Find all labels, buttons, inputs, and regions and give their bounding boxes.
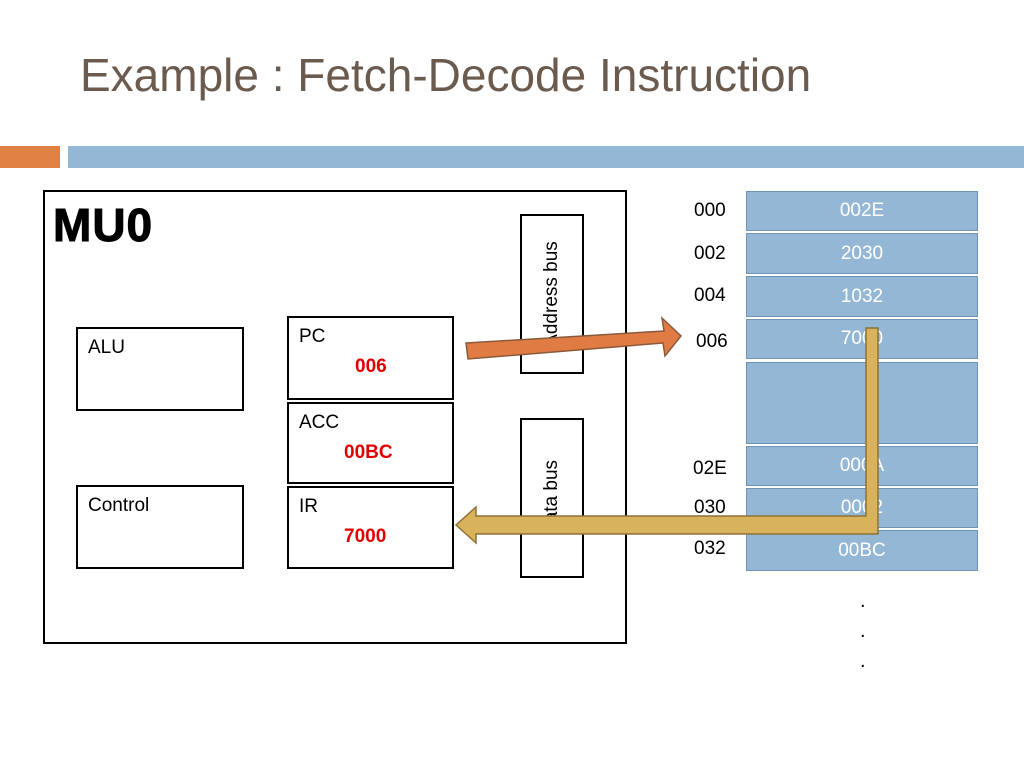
register-pc-label: PC (299, 326, 326, 347)
memory-ellipsis-dot: . (860, 650, 866, 672)
register-ir-value: 7000 (344, 526, 387, 547)
memory-cell: 00BC (746, 530, 978, 571)
memory-cell: 2030 (746, 233, 978, 274)
memory-ellipsis-dot: . (860, 620, 866, 642)
memory-cell: 0002 (746, 488, 978, 528)
address-bus: Address bus (520, 214, 584, 374)
memory-address: 032 (694, 538, 726, 559)
memory-address: 004 (694, 285, 726, 306)
title-accent-bar-orange (0, 146, 60, 168)
memory-cell: 002E (746, 191, 978, 231)
data-bus: Data bus (520, 418, 584, 578)
alu-block: ALU (76, 327, 244, 411)
memory-gap-block (746, 362, 978, 444)
alu-label: ALU (88, 337, 125, 358)
register-acc-label: ACC (299, 412, 340, 433)
memory-address: 02E (693, 458, 727, 479)
memory-address: 002 (694, 243, 726, 264)
register-acc: ACC 00BC (287, 402, 454, 484)
slide-title: Example : Fetch-Decode Instruction (80, 49, 812, 101)
register-ir: IR 7000 (287, 486, 454, 569)
register-pc: PC 006 (287, 316, 454, 400)
processor-name: MU0 (52, 199, 154, 252)
register-ir-label: IR (299, 496, 318, 517)
control-label: Control (88, 495, 150, 516)
memory-ellipsis-dot: . (860, 590, 866, 612)
data-bus-label: Data bus (541, 459, 562, 537)
address-bus-label: Address bus (541, 241, 562, 347)
memory-address: 000 (694, 200, 726, 221)
memory-cell: 000A (746, 446, 978, 486)
memory-address: 006 (696, 331, 728, 352)
memory-cell: 7000 (746, 319, 978, 359)
memory-address: 030 (694, 497, 726, 518)
control-block: Control (76, 485, 244, 569)
title-accent-bar-blue (68, 146, 1024, 168)
register-pc-value: 006 (355, 356, 387, 377)
memory-cell: 1032 (746, 276, 978, 317)
register-acc-value: 00BC (344, 442, 393, 463)
